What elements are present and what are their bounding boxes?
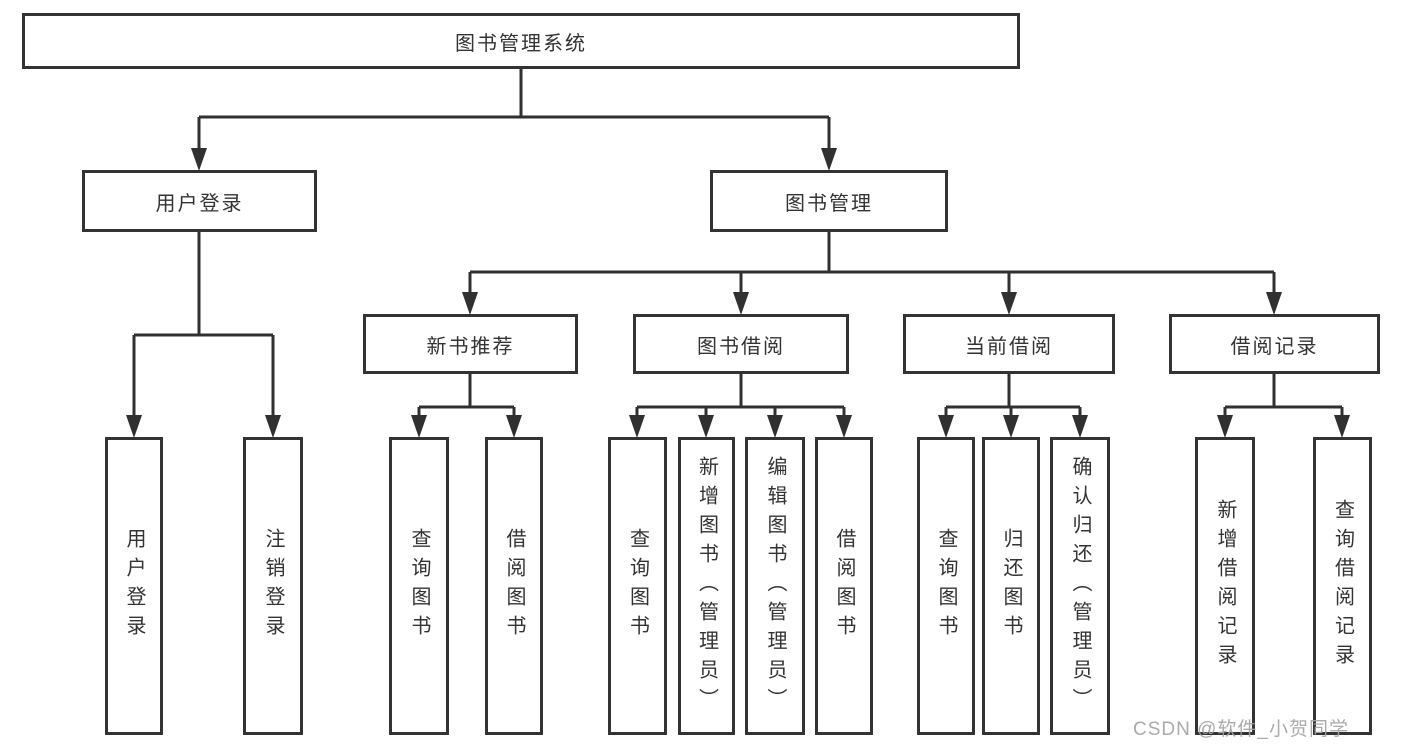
- node-leaf-query-books-recommend-label: 查询图书: [408, 528, 430, 644]
- node-leaf-user-login-label: 用户登录: [123, 528, 145, 644]
- node-leaf-query-borrow-record: 查询借阅记录: [1313, 437, 1372, 735]
- arrowhead: [836, 415, 852, 438]
- arrowhead: [411, 415, 427, 438]
- node-borrowing-records-label: 借阅记录: [1230, 335, 1319, 358]
- node-book-management-label: 图书管理: [785, 192, 873, 215]
- connector-lines: [132, 69, 1344, 418]
- node-leaf-query-books-current: 查询图书: [917, 437, 975, 735]
- node-leaf-borrow-books-recommend: 借阅图书: [485, 437, 543, 735]
- node-user-login: 用户登录: [82, 170, 317, 232]
- node-leaf-query-borrow-record-label: 查询借阅记录: [1331, 499, 1354, 673]
- connector-user-login-to-children: [132, 232, 275, 418]
- node-leaf-add-borrow-record: 新增借阅记录: [1195, 437, 1255, 735]
- arrowhead: [1072, 415, 1088, 438]
- node-current-borrowing: 当前借阅: [903, 314, 1115, 374]
- csdn-watermark: CSDN @软件_小贺同学: [1133, 719, 1349, 740]
- node-new-book-recommend: 新书推荐: [363, 314, 578, 374]
- arrowheads: [126, 148, 1350, 438]
- connector-book-management-to-children: [468, 232, 1276, 295]
- connector-borrowing-records-to-children: [1223, 374, 1344, 418]
- node-leaf-query-books-borrowing: 查询图书: [608, 437, 667, 735]
- node-leaf-user-login: 用户登录: [105, 437, 163, 735]
- node-leaf-add-books-admin: 新增图书（管理员）: [678, 437, 735, 735]
- arrowhead: [506, 415, 522, 438]
- node-leaf-add-books-admin-label: 新增图书（管理员）: [695, 455, 718, 717]
- arrowhead: [191, 148, 207, 171]
- connector-book-borrowing-to-children: [635, 374, 846, 418]
- node-leaf-logout-label: 注销登录: [262, 528, 284, 644]
- node-leaf-borrow-books-label: 借阅图书: [833, 528, 855, 644]
- node-new-book-recommend-label: 新书推荐: [426, 335, 515, 358]
- node-leaf-add-borrow-record-label: 新增借阅记录: [1214, 499, 1236, 673]
- arrowhead: [126, 415, 142, 438]
- arrowhead: [1003, 415, 1019, 438]
- arrowhead: [1266, 292, 1282, 315]
- node-leaf-query-books-current-label: 查询图书: [935, 528, 957, 644]
- arrowhead: [767, 415, 783, 438]
- node-leaf-confirm-return-admin-label: 确认归还（管理员）: [1069, 455, 1091, 717]
- arrowhead: [733, 292, 749, 315]
- node-borrowing-records: 借阅记录: [1169, 314, 1380, 374]
- connector-root-to-level2: [197, 69, 831, 150]
- node-leaf-return-books: 归还图书: [982, 437, 1040, 735]
- arrowhead: [1217, 415, 1233, 438]
- arrowhead: [1001, 292, 1017, 315]
- arrowhead: [698, 415, 714, 438]
- node-leaf-borrow-books: 借阅图书: [815, 437, 873, 735]
- node-leaf-return-books-label: 归还图书: [1000, 528, 1022, 644]
- node-current-borrowing-label: 当前借阅: [965, 335, 1053, 358]
- node-leaf-query-books-borrowing-label: 查询图书: [626, 528, 649, 644]
- arrowhead: [265, 415, 281, 438]
- node-leaf-confirm-return-admin: 确认归还（管理员）: [1050, 437, 1110, 735]
- arrowhead: [938, 415, 954, 438]
- node-leaf-logout: 注销登录: [243, 437, 303, 735]
- node-leaf-query-books-recommend: 查询图书: [389, 437, 449, 735]
- arrowhead: [629, 415, 645, 438]
- connector-new-book-to-children: [417, 374, 516, 418]
- node-root: 图书管理系统: [22, 13, 1020, 69]
- arrowhead: [1334, 415, 1350, 438]
- node-book-borrowing-label: 图书借阅: [697, 335, 785, 358]
- node-leaf-borrow-books-recommend-label: 借阅图书: [503, 528, 525, 644]
- node-user-login-label: 用户登录: [155, 192, 244, 215]
- node-book-management: 图书管理: [710, 170, 948, 232]
- node-leaf-edit-books-admin: 编辑图书（管理员）: [745, 437, 805, 735]
- connector-current-borrowing-to-children: [944, 374, 1082, 418]
- arrowhead: [462, 292, 478, 315]
- node-leaf-edit-books-admin-label: 编辑图书（管理员）: [764, 455, 786, 717]
- node-root-label: 图书管理系统: [455, 32, 587, 55]
- node-book-borrowing: 图书借阅: [633, 314, 849, 374]
- arrowhead: [821, 148, 837, 171]
